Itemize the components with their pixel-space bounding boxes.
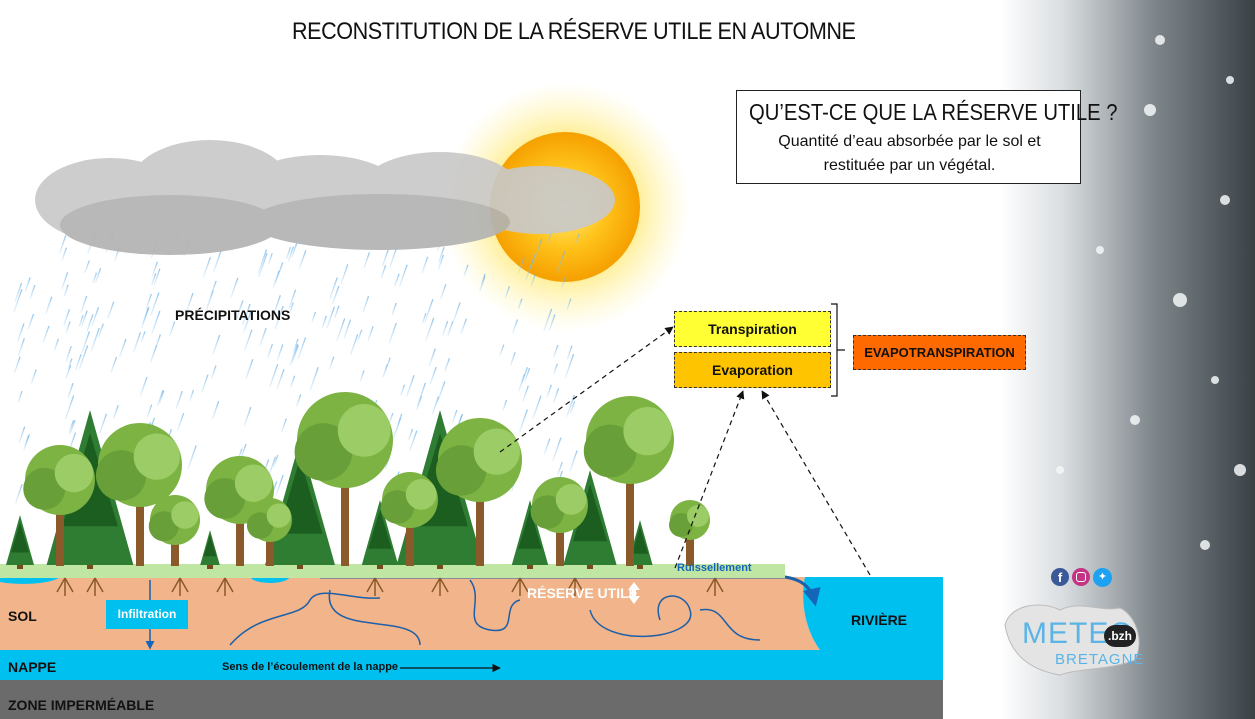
infiltration-label: Infiltration [106,600,188,629]
ruissellement-label: Ruissellement [677,562,752,574]
bracket [831,303,845,397]
sol-label: SOL [8,608,37,624]
zone-impermeable-label: ZONE IMPERMÉABLE [8,697,155,713]
info-heading: QU’EST-CE QUE LA RÉSERVE UTILE ? [749,99,1118,125]
updown-arrow-icon [628,582,640,604]
nappe-label: NAPPE [8,659,57,675]
evapotranspiration-box: EVAPOTRANSPIRATION [853,335,1026,370]
flow-direction-label: Sens de l’écoulement de la nappe [222,661,399,673]
infiltration-paths [145,575,821,650]
flow-arrows [400,326,871,673]
logo-badge: .bzh [1104,625,1136,647]
precipitations-label: PRÉCIPITATIONS [175,307,291,323]
river [803,577,943,650]
info-line-1: Quantité d’eau absorbée par le sol et [778,133,1041,150]
info-line-2: restituée par un végétal. [823,157,996,174]
forest [6,392,724,596]
impermeable-layer [0,680,943,719]
transpiration-box: Transpiration [674,311,831,347]
facebook-icon[interactable]: f [1051,568,1069,586]
info-box: QU’EST-CE QUE LA RÉSERVE UTILE ? Quantit… [736,90,1118,184]
grass [0,564,785,578]
twitter-icon[interactable]: ✦ [1093,568,1112,587]
aquifer-layer [0,650,943,680]
instagram-icon[interactable] [1072,568,1090,586]
evaporation-box: Evaporation [674,352,831,388]
cloud-icon [35,140,615,255]
water-droplets [1056,35,1246,550]
logo-bretagne: BRETAGNE [1055,651,1145,668]
brittany-map-icon [1004,604,1140,676]
page-title: RECONSTITUTION DE LA RÉSERVE UTILE EN AU… [292,18,856,45]
riviere-label: RIVIÈRE [851,612,908,628]
reserve-utile-label: RÉSERVE UTILE [527,585,638,601]
